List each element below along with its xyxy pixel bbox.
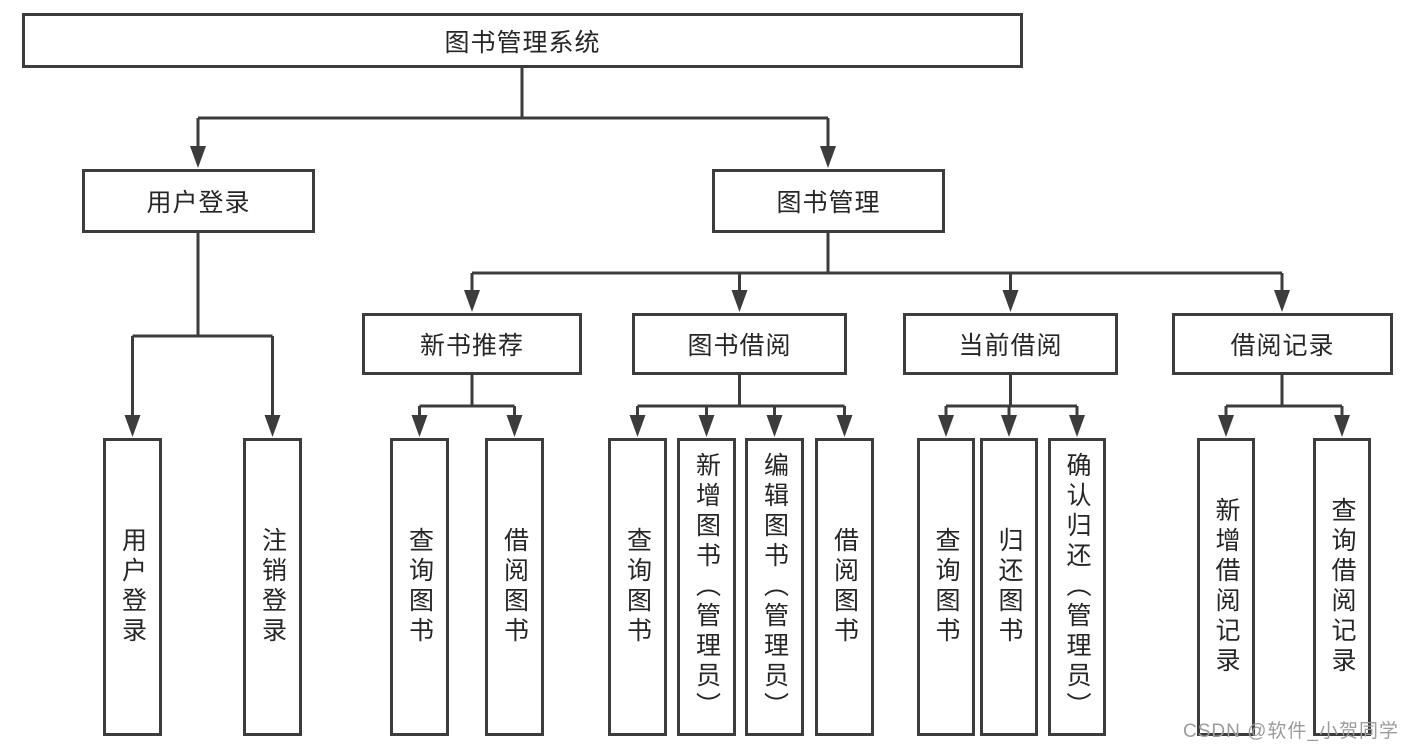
leaf-label: 借阅图书 <box>500 527 529 647</box>
csdn-watermark: CSDN @软件_小贺同学 <box>1183 721 1399 742</box>
leaf-return-book: 归还图书 <box>980 438 1038 736</box>
node-label: 新书推荐 <box>419 332 524 360</box>
leaf-label: 新增图书（管理员） <box>692 452 721 722</box>
node-label: 图书管理系统 <box>444 28 601 57</box>
leaf-edit-book-admin: 编辑图书（管理员） <box>745 438 804 736</box>
leaf-label: 查询图书 <box>623 527 652 647</box>
leaf-user-login: 用户登录 <box>103 438 162 736</box>
leaf-query-book-borrow: 查询图书 <box>608 438 667 736</box>
node-label: 图书借阅 <box>687 332 792 360</box>
node-label: 用户登录 <box>146 189 251 217</box>
leaf-label: 借阅图书 <box>830 527 859 647</box>
leaf-borrow-book-recommend: 借阅图书 <box>485 438 544 736</box>
node-user-login: 用户登录 <box>82 169 315 233</box>
leaf-borrow-book: 借阅图书 <box>815 438 874 736</box>
node-label: 借阅记录 <box>1230 332 1335 360</box>
node-current-borrow: 当前借阅 <box>903 313 1118 375</box>
node-library-management-system: 图书管理系统 <box>22 13 1023 68</box>
leaf-label: 确认归还（管理员） <box>1063 452 1091 722</box>
leaf-label: 注销登录 <box>258 527 287 647</box>
leaf-query-book-recommend: 查询图书 <box>390 438 449 736</box>
leaf-logout: 注销登录 <box>243 438 302 736</box>
node-label: 当前借阅 <box>958 332 1063 360</box>
node-book-borrow: 图书借阅 <box>632 313 847 375</box>
leaf-label: 查询图书 <box>405 527 434 647</box>
leaf-confirm-return-admin: 确认归还（管理员） <box>1048 438 1106 736</box>
leaf-add-borrow-record: 新增借阅记录 <box>1197 438 1255 736</box>
node-borrow-records: 借阅记录 <box>1172 313 1393 375</box>
node-book-management: 图书管理 <box>712 169 945 233</box>
leaf-label: 查询图书 <box>932 527 960 647</box>
leaf-label: 查询借阅记录 <box>1328 497 1356 677</box>
leaf-add-book-admin: 新增图书（管理员） <box>677 438 736 736</box>
leaf-label: 用户登录 <box>118 527 147 647</box>
leaf-query-borrow-record: 查询借阅记录 <box>1313 438 1371 736</box>
leaf-label: 新增借阅记录 <box>1212 497 1240 677</box>
leaf-label: 归还图书 <box>995 527 1023 647</box>
node-label: 图书管理 <box>776 189 881 217</box>
leaf-query-book-current: 查询图书 <box>917 438 975 736</box>
leaf-label: 编辑图书（管理员） <box>760 452 789 722</box>
node-new-book-recommend: 新书推荐 <box>362 313 582 375</box>
